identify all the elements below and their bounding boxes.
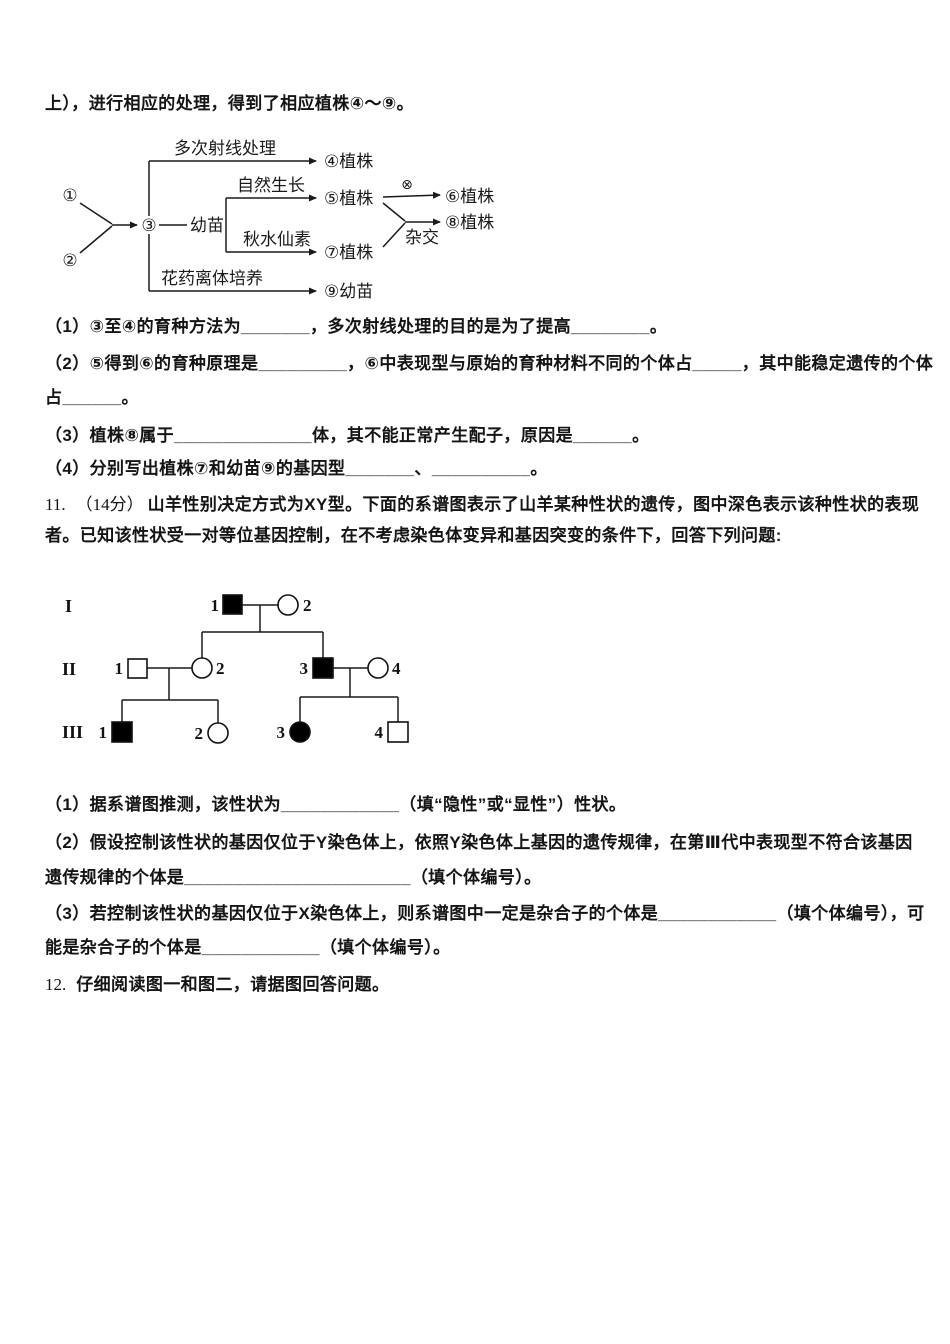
q12-text: 仔细阅读图一和图二，请据图回答问题。: [76, 975, 390, 994]
generation-labels: I II III: [62, 596, 83, 742]
individual-number: 2: [216, 659, 225, 678]
pedigree-individual-I-2: 2: [277, 594, 312, 616]
female-symbol: [367, 657, 389, 679]
q11-part1: （1）据系谱图推测，该性状为____________（填“隐性”或“显性”）性状…: [45, 795, 627, 814]
q11-part3-line1: （3）若控制该性状的基因仅位于X染色体上，则系谱图中一定是杂合子的个体是____…: [45, 904, 925, 923]
self-pollination-icon: ⊗: [401, 176, 413, 192]
diagram-lines: [79, 157, 441, 295]
individual-number: 1: [211, 596, 220, 615]
individual-number: 1: [99, 723, 108, 742]
individual-number: 2: [303, 596, 312, 615]
pedigree-individual-III-3: 3: [277, 721, 311, 743]
hybrid-3-node: ③: [141, 216, 156, 235]
individual-number: 3: [277, 723, 286, 742]
q10-part2-line1: （2）⑤得到⑥的育种原理是_________，⑥中表现型与原始的育种材料不同的个…: [45, 354, 934, 373]
female-symbol: [277, 594, 299, 616]
ray-treatment-label: 多次射线处理: [174, 139, 276, 158]
anther-culture-label: 花药离体培养: [161, 269, 263, 288]
plant-5-node: ⑤植株: [324, 189, 373, 208]
male-symbol: [312, 657, 334, 679]
q12-stem: 12. 仔细阅读图一和图二，请据图回答问题。: [45, 975, 389, 995]
pedigree-chart: I II III 1 2 1 2 3 4: [62, 594, 409, 744]
generation-label-2: II: [62, 659, 76, 679]
generation-label-3: III: [62, 722, 83, 742]
hybridize-label: 杂交: [405, 228, 439, 247]
pedigree-individual-II-1: 1: [115, 658, 148, 679]
pedigree-individual-III-2: 2: [195, 722, 229, 744]
q11-points: （14分）: [75, 495, 144, 514]
male-symbol: [111, 721, 133, 743]
individual-number: 4: [392, 659, 401, 678]
q11-number: 11.: [45, 495, 66, 514]
plant-6-node: ⑥植株: [445, 187, 494, 206]
male-symbol: [222, 594, 243, 615]
pedigree-individual-I-1: 1: [211, 594, 243, 615]
q10-part3: （3）植株⑧属于______________体，其不能正常产生配子，原因是___…: [45, 426, 650, 445]
colchicine-label: 秋水仙素: [243, 230, 311, 249]
q11-part3-line2: 能是杂合子的个体是____________（填个体编号）。: [45, 938, 451, 957]
q11-stem-line1: 11. （14分）山羊性别决定方式为XY型。下面的系谱图表示了山羊某种性状的遗传，…: [45, 495, 919, 515]
q11-part2-line1: （2）假设控制该性状的基因仅位于Y染色体上，依照Y染色体上基因的遗传规律，在第Ⅲ…: [45, 833, 913, 852]
pedigree-individual-II-2: 2: [191, 657, 225, 679]
pedigree-individual-III-1: 1: [99, 721, 133, 743]
q11-stem-line2: 者。已知该性状受一对等位基因控制，在不考虑染色体变异和基因突变的条件下，回答下列…: [45, 526, 782, 545]
seedling-9-node: ⑨幼苗: [324, 282, 373, 301]
q10-part1: （1）③至④的育种方法为_______，多次射线处理的目的是为了提高______…: [45, 317, 668, 336]
intro-line: 上），进行相应的处理，得到了相应植株④～⑨。: [45, 94, 415, 113]
diagram-labels: ① ② ③ 幼苗 多次射线处理 自然生长 秋水仙素 花药离体培养 ⊗ 杂交 ④植…: [62, 139, 494, 301]
individual-number: 1: [115, 659, 124, 678]
generation-label-1: I: [65, 596, 72, 616]
male-symbol: [387, 721, 409, 743]
q11-part2-line2: 遗传规律的个体是_______________________（填个体编号）。: [45, 868, 542, 887]
individual-number: 4: [375, 723, 384, 742]
plant-8-node: ⑧植株: [445, 213, 494, 232]
individual-number: 2: [195, 724, 204, 743]
female-symbol: [289, 721, 311, 743]
male-symbol: [127, 658, 148, 679]
natural-growth-label: 自然生长: [237, 176, 305, 195]
pedigree-individual-III-4: 4: [375, 721, 409, 743]
pedigree-individual-II-4: 4: [367, 657, 401, 679]
pedigree-individual-II-3: 3: [300, 657, 334, 679]
breeding-process-diagram: ① ② ③ 幼苗 多次射线处理 自然生长 秋水仙素 花药离体培养 ⊗ 杂交 ④植…: [62, 139, 494, 301]
plant-7-node: ⑦植株: [324, 243, 373, 262]
female-symbol: [191, 657, 213, 679]
seedling-label: 幼苗: [190, 216, 224, 235]
individual-number: 3: [300, 659, 309, 678]
q12-number: 12.: [45, 975, 67, 994]
pedigree-lines: [121, 604, 399, 723]
parent-2-node: ②: [62, 251, 77, 270]
q10-part4: （4）分别写出植株⑦和幼苗⑨的基因型_______、__________。: [45, 459, 548, 478]
q10-part2-line2: 占______。: [45, 388, 139, 407]
q11-stem-text: 山羊性别决定方式为XY型。下面的系谱图表示了山羊某种性状的遗传，图中深色表示该种…: [147, 495, 920, 514]
parent-1-node: ①: [62, 186, 77, 205]
female-symbol: [207, 722, 229, 744]
plant-4-node: ④植株: [324, 152, 373, 171]
